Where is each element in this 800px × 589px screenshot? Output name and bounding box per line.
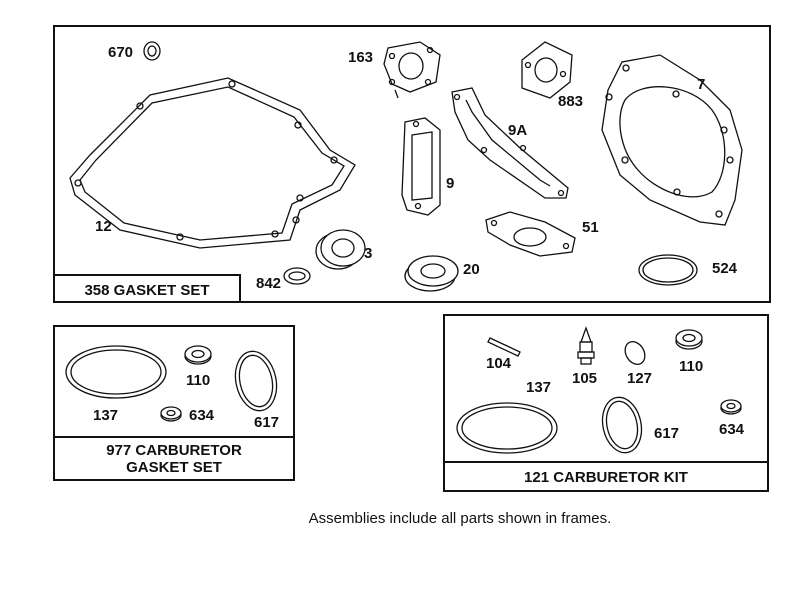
carb-gasket-label-617: 617 — [254, 414, 279, 431]
label-9: 9 — [446, 175, 454, 192]
part-104-pin — [487, 337, 521, 357]
part-12-crankcase-gasket — [69, 77, 356, 249]
part-105-needle — [577, 326, 595, 365]
carb-gasket-label-634: 634 — [189, 407, 215, 424]
part-617-ring — [234, 350, 278, 412]
part-51-gasket — [485, 211, 576, 257]
part-9a-gasket — [451, 87, 569, 199]
carb-kit-frame: 121 CARBURETOR KIT — [443, 314, 769, 492]
part-634-washer — [160, 406, 182, 422]
carb-kit-label-617: 617 — [654, 425, 679, 442]
footnote: Assemblies include all parts shown in fr… — [308, 510, 612, 527]
part-883-gasket — [521, 41, 573, 99]
part-634-kit-washer — [720, 399, 742, 415]
part-524-ring — [638, 254, 698, 286]
label-9a: 9A — [508, 122, 527, 139]
part-110-washer — [184, 345, 212, 365]
carb-gasket-label-137: 137 — [93, 407, 118, 424]
label-51: 51 — [582, 219, 599, 236]
part-137-kit-ring — [456, 402, 558, 454]
carb-kit-label-110: 110 — [679, 358, 703, 375]
gasket-set-frame: 358 GASKET SET — [53, 25, 771, 303]
part-617-kit-ring — [601, 396, 643, 454]
carb-kit-label-105: 105 — [572, 370, 597, 387]
label-20: 20 — [463, 261, 480, 278]
part-3-oil-seal — [315, 229, 366, 270]
label-670: 670 — [108, 44, 133, 61]
label-12: 12 — [95, 218, 112, 235]
carb-gasket-set-title-line2: GASKET SET — [126, 459, 222, 476]
part-20-oil-seal — [404, 255, 459, 292]
carb-gasket-set-title-line1: 977 CARBURETOR — [106, 442, 242, 459]
part-670-washer — [143, 41, 161, 61]
label-524: 524 — [712, 260, 738, 277]
label-3: 3 — [364, 245, 372, 262]
carb-kit-title: 121 CARBURETOR KIT — [524, 469, 688, 486]
gasket-set-title: 358 GASKET SET — [84, 282, 209, 299]
part-842-washer — [283, 267, 311, 285]
part-110-kit-washer — [675, 329, 703, 350]
part-163-gasket — [383, 41, 441, 99]
carb-kit-label-104: 104 — [486, 355, 512, 372]
label-842: 842 — [256, 275, 281, 292]
part-137-ring — [65, 345, 167, 399]
carb-kit-label-137: 137 — [526, 379, 551, 396]
carb-kit-label-127: 127 — [627, 370, 652, 387]
carb-gasket-set-frame: 977 CARBURETOR GASKET SET — [53, 325, 295, 481]
label-163: 163 — [348, 49, 373, 66]
part-9-gasket — [401, 117, 441, 216]
part-7-head-gasket — [601, 54, 743, 226]
carb-kit-label-634: 634 — [719, 421, 745, 438]
carb-gasket-label-110: 110 — [186, 372, 210, 389]
label-883: 883 — [558, 93, 583, 110]
label-7: 7 — [697, 76, 705, 93]
part-127-disc — [624, 341, 646, 365]
